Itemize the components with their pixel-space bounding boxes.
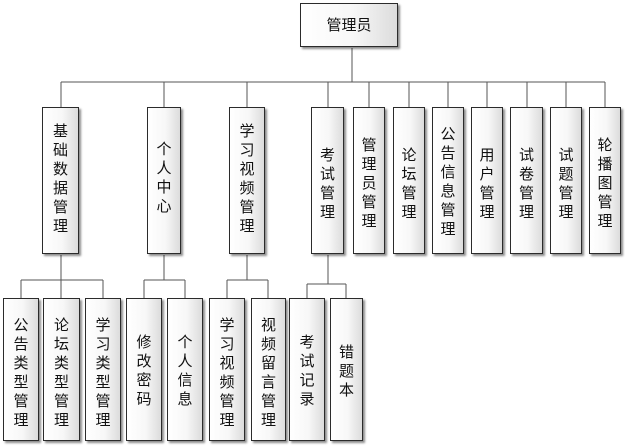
- node-level2: 学习类型管理: [85, 298, 121, 441]
- node-level2: 个人信息: [167, 298, 203, 441]
- node-level2: 考试记录: [289, 298, 325, 441]
- node-level2: 公告类型管理: [3, 298, 39, 441]
- node-level1: 考试管理: [311, 107, 344, 254]
- node-level2: 学习视频管理: [209, 298, 245, 441]
- node-level1: 用户管理: [471, 107, 503, 254]
- node-level2: 错题本: [330, 298, 363, 441]
- node-level1: 基础数据管理: [42, 107, 79, 254]
- node-level1: 试卷管理: [510, 107, 543, 254]
- node-level1-label: 公告信息管理: [440, 125, 456, 238]
- node-level1: 学习视频管理: [229, 107, 265, 254]
- node-level1-label: 论坛管理: [401, 146, 417, 221]
- node-level2-label: 视频留言管理: [260, 316, 276, 429]
- node-level1-label: 学习视频管理: [239, 122, 255, 235]
- node-level1-label: 试题管理: [558, 146, 574, 221]
- node-level2-label: 学习类型管理: [95, 316, 111, 429]
- node-level2: 修改密码: [126, 298, 162, 441]
- node-level1: 试题管理: [550, 107, 582, 254]
- node-level1-label: 管理员管理: [361, 136, 377, 230]
- node-level1-label: 用户管理: [479, 146, 495, 221]
- node-level2: 论坛类型管理: [43, 298, 80, 441]
- node-root: 管理员: [300, 3, 398, 47]
- node-level1-label: 试卷管理: [518, 146, 534, 221]
- node-level1: 轮播图管理: [589, 107, 621, 254]
- node-level1-label: 考试管理: [319, 146, 335, 221]
- node-level1-label: 轮播图管理: [597, 136, 613, 230]
- node-level2-label: 修改密码: [136, 333, 152, 408]
- node-root-label: 管理员: [326, 15, 372, 34]
- node-level2-label: 考试记录: [299, 333, 315, 408]
- node-level1: 个人中心: [147, 107, 181, 254]
- node-level1: 管理员管理: [353, 107, 385, 254]
- node-level1-label: 个人中心: [156, 140, 172, 215]
- node-level2-label: 公告类型管理: [13, 316, 29, 429]
- node-level1-label: 基础数据管理: [52, 122, 68, 235]
- node-level2-label: 论坛类型管理: [53, 316, 69, 429]
- node-level2-label: 学习视频管理: [219, 316, 235, 429]
- node-level1: 公告信息管理: [432, 107, 464, 254]
- node-level1: 论坛管理: [393, 107, 425, 254]
- node-level2-label: 个人信息: [177, 333, 193, 408]
- node-level2: 视频留言管理: [251, 298, 286, 441]
- node-level2-label: 错题本: [338, 343, 354, 399]
